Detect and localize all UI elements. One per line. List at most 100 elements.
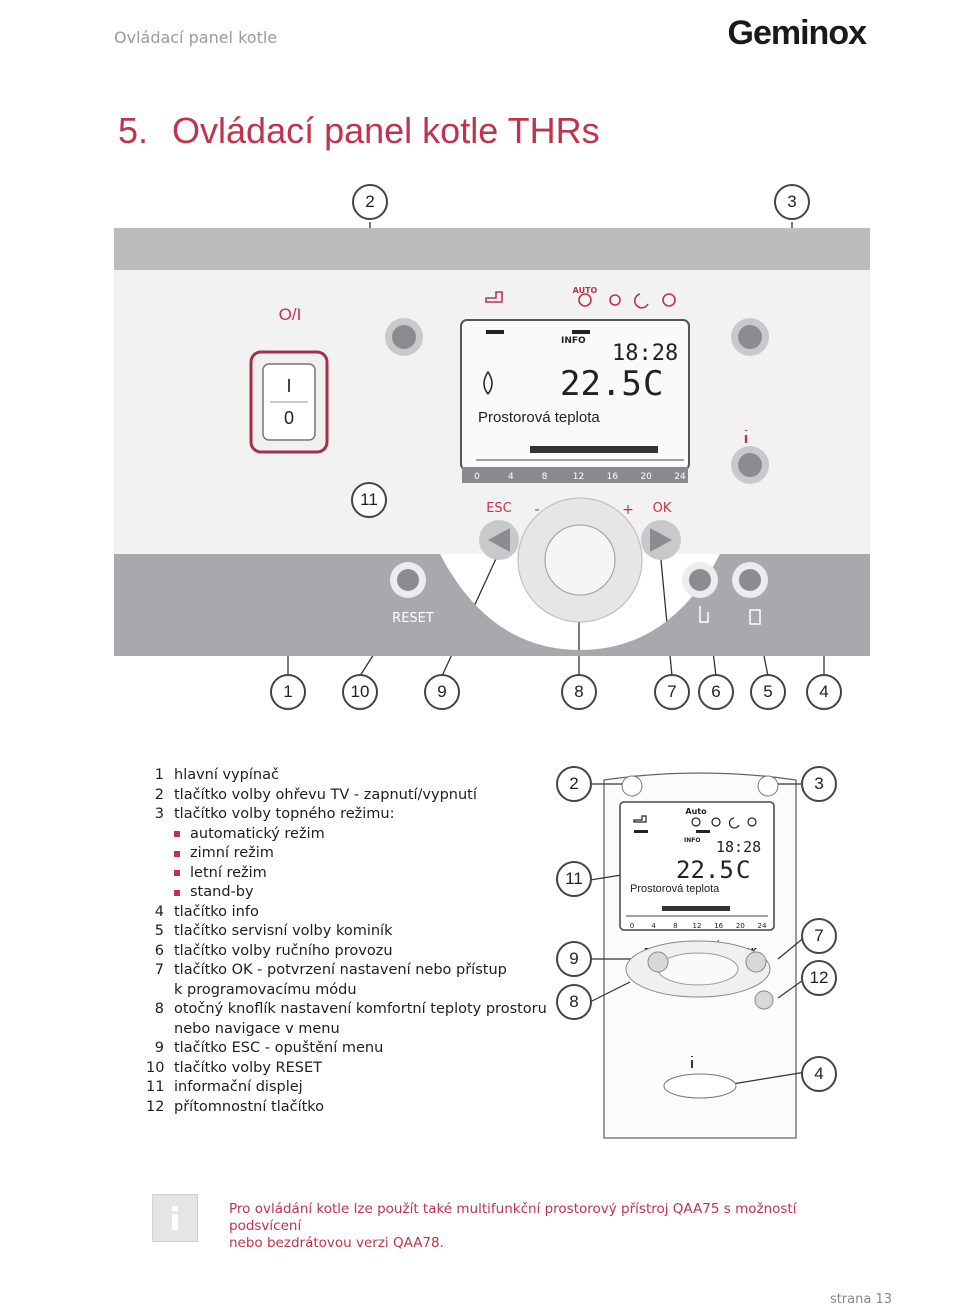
legend-subitem: automatický režim: [146, 825, 547, 845]
legend-number: 7: [154, 962, 164, 978]
switch-on-label: I: [286, 376, 291, 396]
legend-number: 6: [154, 942, 164, 959]
minus-label: -: [534, 502, 539, 518]
legend-text: přítomnostní tlačítko: [174, 1098, 325, 1115]
room-caption: Prostorová teplota: [630, 883, 720, 895]
callout-11: 11: [351, 482, 387, 518]
timeline-tick-label: 24: [674, 472, 686, 482]
room-callout-12: 12: [801, 960, 837, 996]
legend-number: 5: [154, 923, 164, 939]
control-panel-diagram: O/I I 0 AUTO INFO 18:28 22.5 C Prostorov…: [114, 222, 870, 677]
switch-label: O/I: [279, 305, 302, 324]
bullet-square-icon: [174, 870, 180, 877]
room-timeline-tick-label: 0: [630, 922, 634, 930]
legend-item: 3 tlačítko volby topného režimu:: [146, 805, 547, 825]
ok-label: OK: [653, 501, 672, 516]
callout-1: 1: [270, 674, 306, 710]
legend-number: 1: [154, 767, 164, 783]
display-time: 18:28: [612, 341, 678, 366]
room-timeline-tick-label: 8: [673, 922, 677, 930]
legend-subitem-text: zimní režim: [190, 845, 274, 861]
timeline-tick-label: 20: [640, 472, 652, 482]
callout-3: 3: [774, 184, 810, 220]
room-timeline-tick-label: 4: [651, 922, 656, 930]
legend-number: 8: [154, 1001, 164, 1017]
page-title: 5.Ovládací panel kotle THRs: [118, 110, 600, 152]
room-timeline-tick-label: 12: [693, 922, 702, 930]
legend-subitem-text: stand-by: [190, 884, 254, 900]
legend-number: 11: [146, 1079, 165, 1095]
room-info: INFO: [684, 837, 700, 844]
legend-text: otočný knoflík nastavení komfortní teplo…: [174, 1001, 547, 1017]
main-switch: [249, 350, 329, 454]
room-temp: 22.5: [676, 856, 734, 884]
callout-6: 6: [698, 674, 734, 710]
room-callout-11: 11: [556, 861, 592, 897]
brand-logo: Geminox: [727, 14, 867, 52]
legend-number: 9: [154, 1040, 164, 1056]
legend-text: informační displej: [174, 1079, 303, 1095]
info-note-box: [152, 1194, 198, 1242]
legend-item: 5 tlačítko servisní volby kominík: [146, 922, 547, 942]
legend-number: 3: [154, 806, 164, 822]
timeline-tick-label: 8: [542, 472, 548, 482]
round-buttons: [385, 318, 769, 598]
legend-text: tlačítko info: [174, 903, 259, 920]
room-time: 18:28: [716, 838, 761, 856]
display-unit: C: [643, 364, 663, 404]
display-info: INFO: [561, 336, 586, 346]
legend-number: 10: [146, 1059, 165, 1076]
legend-item: 8 otočný knoflík nastavení komfortní tepl…: [146, 1000, 547, 1020]
room-auto-label: Auto: [685, 807, 707, 816]
room-unit-diagram: Auto INFO 18:28 22.5 C Prostorová teplot…: [589, 772, 807, 1139]
legend-subitem-text: automatický režim: [190, 825, 325, 842]
page-number: strana 13: [829, 1292, 892, 1307]
legend-subitem: stand-by: [146, 883, 547, 903]
rotary-knob: [517, 497, 643, 623]
header-section-title: Ovládací panel kotle: [114, 28, 278, 47]
room-callout-7: 7: [801, 918, 837, 954]
room-timeline-tick-label: 16: [714, 922, 723, 930]
manual-and-chimney-icons: [699, 606, 761, 625]
legend-number: 2: [154, 786, 164, 803]
room-mode-icons: [633, 815, 757, 829]
legend-continuation: k programovacímu módu: [174, 981, 357, 998]
timeline-tick-label: 0: [474, 472, 480, 482]
note-line-2: nebo bezdrátovou verzi QAA78.: [229, 1235, 444, 1251]
display-caption: Prostorová teplota: [478, 409, 600, 426]
timeline-tick-label: 4: [508, 472, 514, 482]
callout-8: 8: [561, 674, 597, 710]
flame-icon: [483, 370, 493, 395]
room-timeline-tick-label: 24: [758, 922, 767, 930]
room-callout-2: 2: [556, 766, 592, 802]
esc-button: [479, 520, 519, 560]
info-note-text: Pro ovládání kotle lze použít také multi…: [229, 1201, 849, 1252]
legend-text: tlačítko volby topného režimu:: [174, 806, 395, 822]
info-icon: [172, 1206, 178, 1230]
bullet-square-icon: [174, 889, 180, 896]
bullet-square-icon: [174, 831, 180, 838]
legend-text: hlavní vypínač: [174, 767, 279, 783]
legend-item: 1 hlavní vypínač: [146, 766, 547, 786]
callout-9: 9: [424, 674, 460, 710]
room-unit-symbol: C: [736, 856, 750, 884]
legend-continuation: nebo navigace v menu: [174, 1020, 340, 1037]
bullet-square-icon: [174, 850, 180, 857]
room-callout-3: 3: [801, 766, 837, 802]
esc-label: ESC: [486, 501, 512, 516]
auto-label: AUTO: [573, 286, 598, 295]
mode-icons: [485, 291, 748, 443]
legend-text: tlačítko servisní volby kominík: [174, 923, 393, 939]
callout-2: 2: [352, 184, 388, 220]
plus-label: +: [622, 502, 634, 518]
section-number: 5.: [118, 110, 149, 151]
room-callout-4: 4: [801, 1056, 837, 1092]
switch-off-label: 0: [284, 408, 294, 428]
legend-text: tlačítko volby RESET: [174, 1059, 322, 1076]
